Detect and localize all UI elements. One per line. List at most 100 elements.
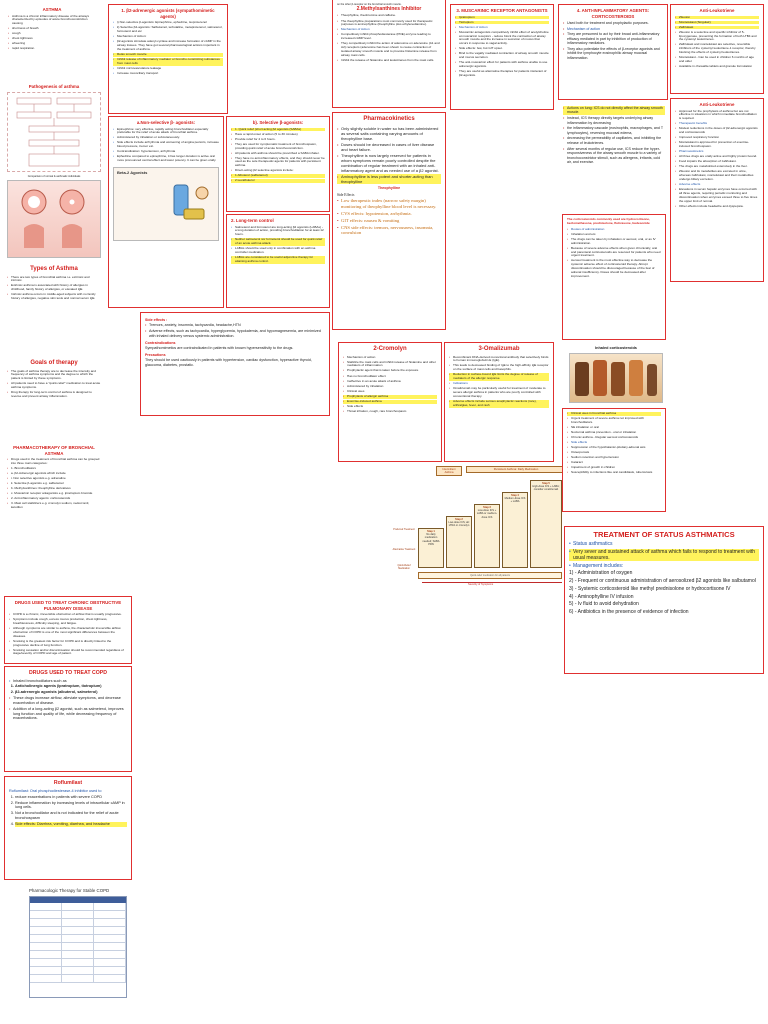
list-item: The drugs are metabolized extensively in…: [675, 164, 759, 169]
anti-leukotriene-use-title: Anti-Leukotriene: [699, 102, 735, 107]
list-item: LABAs are considered to be useful adjunc…: [231, 255, 325, 264]
list-item: Elevations in serum hepatic enzymes have…: [675, 187, 759, 203]
copd-therapy-figure: Pharmacologic Therapy for Stable COPD: [26, 886, 130, 1020]
list-item: They are presumed to act by their broad …: [563, 32, 663, 45]
list-item: Impairment of growth in children: [567, 465, 661, 470]
methylxanthines-list: Theophylline, theobromine and caffeine. …: [337, 14, 441, 63]
non-selective-list: Epinephrine: very effective, rapidly act…: [113, 127, 219, 164]
muscarinic-box: 3. MUSCARINIC RECEPTOR ANTAGONISTS Iprat…: [450, 4, 554, 110]
list-item: Routes of administration: [567, 227, 661, 232]
list-item: ii) Selective β2-agonists: Salbutamol, t…: [113, 25, 223, 34]
table-row: [30, 958, 126, 967]
list-item: Side effects include arrhythmia and wors…: [113, 141, 219, 149]
list-item: They are used for symptomatic treatment …: [231, 142, 325, 151]
list-item: shortness of breath: [8, 26, 96, 31]
list-item: They also potentiate the effects of β-re…: [563, 47, 663, 60]
list-item: Contraindication: hypertension, arrhythm…: [113, 149, 219, 154]
list-item: Mechanism of Action: [337, 28, 441, 33]
pharmacotherapy-title: PHARMACOTHERAPY OF BRONCHIAL ASTHMA: [13, 445, 95, 456]
list-item: Zafirlukast and montelukast are selectiv…: [675, 43, 759, 55]
omalizumab-list: Recombinant DNA-derived monoclonal antib…: [449, 355, 549, 408]
list-item: Suppression of the hypothalamic-pituitar…: [567, 445, 661, 450]
step-2-text: Low-dose ICS; alt: LTRA or cromolyn: [448, 521, 470, 528]
cromolyn-list: Mechanism of action Stabilize the mast c…: [343, 355, 437, 414]
list-item: Although symptoms are similar to asthma,…: [9, 626, 127, 639]
table-row: [30, 926, 126, 935]
list-item: Anticholinergic agents (ipratropium, tio…: [15, 684, 127, 689]
list-item: Theophylline is now largely reserved for…: [337, 153, 441, 173]
list-item: Montelukast - Can be used in children 6 …: [675, 55, 759, 64]
contraindications-title: Contraindications: [145, 340, 176, 345]
roflumilast-list: reduce exacerbations in patients with se…: [9, 795, 127, 827]
list-item: Increase mucociliary transport: [113, 71, 223, 76]
copd-box: DRUGS USED TO TREAT CHRONIC OBSTRUCTIVE …: [4, 596, 132, 664]
list-item: Inhibit microvasculature leakage: [113, 66, 223, 71]
inhaler-cartoon-icon: [173, 184, 209, 220]
corticosteroids-actions: Actions on lung: ICS do not directly aff…: [560, 104, 668, 216]
beta-agonists-figure-title: Beta-2 Agonists: [117, 170, 148, 176]
list-item: Pharmacokinetics: [675, 149, 759, 154]
list-item: Mechanism of action: [343, 355, 437, 360]
precautions-title: Precautions: [145, 352, 166, 357]
list-item: All patients with asthma should be presc…: [231, 151, 325, 156]
beta-agonists-box: 1. β2-adrenergic agonists (sympathomimet…: [108, 4, 228, 114]
list-item: The anti-muscarinic effect for patients …: [455, 60, 549, 69]
list-item: Mechanism of Action: [455, 25, 549, 30]
beta-agonists-list: i) Non-selective β-agonists: Epinephrine…: [113, 20, 223, 76]
list-item: The drugs can be taken by inhalation or …: [567, 237, 661, 246]
anti-leukotriene-use-list: Approved for the prophylaxis of asthma b…: [675, 109, 759, 209]
status-step-2: 2) - Frequent or continuous administrati…: [569, 578, 756, 585]
table-row: [30, 902, 126, 911]
step-3-label: Step 3: [483, 506, 491, 509]
list-item: The goals of asthma therapy are to decre…: [7, 369, 101, 382]
list-item: Mechanism of action: [563, 27, 663, 32]
clinical-uses-list: Clinical uses in bronchial asthma Urgent…: [567, 411, 661, 475]
list-item: Status asthmatics: [569, 541, 759, 548]
pathogenesis-section: Pathogenesis of asthma Comparison of nor…: [4, 82, 104, 262]
status-asthmatics-box: TREATMENT OF STATUS ASTHMATICS Status as…: [564, 526, 764, 674]
beta-side-effects-box: Side effects : Tremors, anxiety, insomni…: [140, 312, 330, 416]
step-5-label: Step 5: [542, 482, 550, 485]
asthma-title: ASTHMA: [42, 7, 62, 12]
list-item: Asthma is a chronic inflammatory disease…: [8, 14, 96, 27]
list-item: Have a rapid onset of action (5 to 30 mi…: [231, 132, 325, 137]
list-item: Administered by inhalation: [343, 384, 437, 389]
list-item: Provide relief for 4 to 6 hours.: [231, 137, 325, 142]
list-item: i) Non-selective β-agonists: Epinephrine…: [113, 20, 223, 25]
list-item: b. Methylxanthines: theophylline derivat…: [7, 486, 101, 491]
list-item: Addition of a long-acting β2 agonist, su…: [9, 707, 127, 721]
list-item: β2-agonists stimulate adenyl-cyclase and…: [113, 39, 223, 52]
pharmacokinetics-list: Only slightly soluble in water so has be…: [337, 126, 441, 185]
list-item: Tremors, anxiety, insomnia, tachycardia,…: [145, 323, 325, 328]
list-item: Prophylaxis of allergic asthma: [343, 394, 437, 399]
table-row: [30, 910, 126, 919]
inhaler-devices-image: [569, 352, 663, 403]
list-item: Symptoms include cough, excess mucus pro…: [9, 617, 127, 626]
list-item: Neither salmeterol nor formoterol should…: [231, 237, 325, 246]
precautions-text: They should be used cautiously in patien…: [145, 358, 312, 367]
list-item: Prophylactic agent that is taken before …: [343, 369, 437, 374]
list-item: Intrinsic asthma occurs in middle-aged s…: [7, 292, 101, 301]
stepwise-treatment-chart: Intermittent Asthma Persistent Asthma: D…: [392, 466, 568, 590]
list-item: Inhibit release of inflammatory mediator…: [113, 57, 223, 66]
list-item: Nocturnal asthma prevention - oral or in…: [567, 430, 661, 435]
anti-leukotriene-box: Anti-Leukotriene Zileuton Montelukast (S…: [670, 4, 764, 94]
list-item: Drug therapy for long-term control of as…: [7, 390, 101, 399]
list-item: Side effects: few, but GIT upset.: [455, 46, 549, 51]
list-item: Zileuton: [675, 15, 759, 20]
list-item: Chronic asthma - Regular aerosol cortico…: [567, 435, 661, 440]
theophylline-heading: Theophylline: [377, 186, 401, 191]
list-item: Side effects: [343, 404, 437, 409]
theophylline-se-list: Low therapeutic index (narrow safety mar…: [337, 198, 441, 236]
theophylline-se-title: Side Effects: [337, 192, 355, 197]
list-item: Urgent treatment of severe asthma not im…: [567, 416, 661, 425]
list-item: Side effects: [567, 440, 661, 445]
selective-list: 1. Quick relief (short acting β2 agonist…: [231, 127, 325, 184]
list-item: the inflammatory cascade (eosinophils, m…: [563, 126, 665, 135]
list-item: Clinical uses: [343, 389, 437, 394]
list-item: Management includes:: [569, 563, 759, 570]
list-item: All three drugs are orally active and hi…: [675, 154, 759, 159]
side-label-preferred: Preferred Treatment: [393, 528, 415, 531]
list-item: Inhaled bronchodilators such as: [9, 679, 127, 684]
